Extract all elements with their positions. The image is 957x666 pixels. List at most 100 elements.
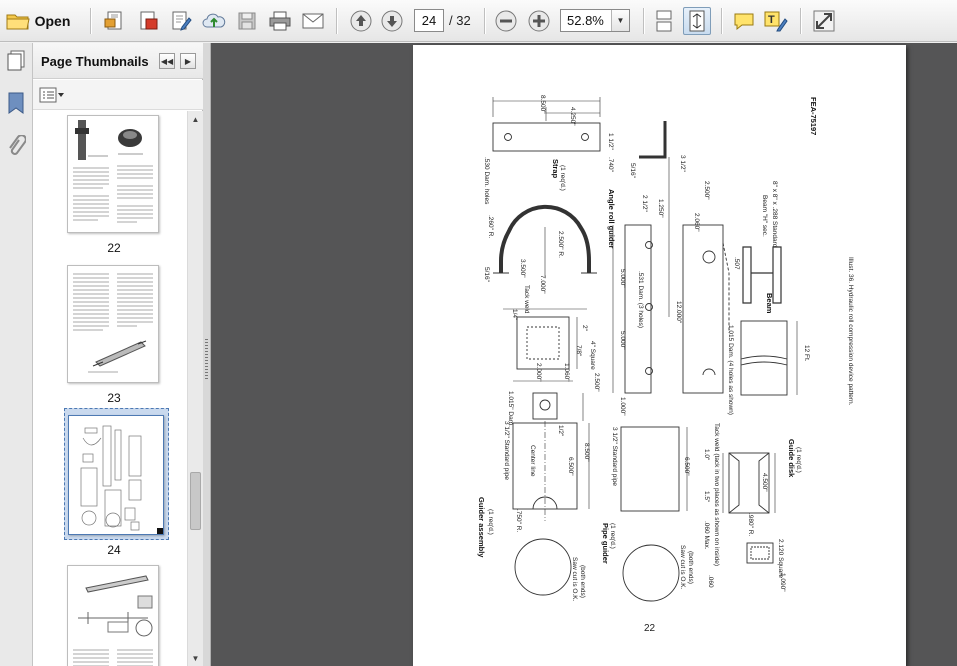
create-pdf-button[interactable] [101, 7, 129, 35]
document-viewer[interactable]: 8.500" 4.250" 1 1/2" .740" .530 Dam. hol… [211, 43, 957, 666]
guide-disk-qty: (1 req'd.) [795, 447, 802, 473]
dim-label: 6.500" [683, 457, 690, 476]
tack-weld-block [516, 316, 570, 370]
panel-menu-button[interactable]: ▶ [180, 53, 196, 69]
dim-label: 5/16" [483, 267, 490, 283]
strap-qty: (1 req'd.) [559, 165, 566, 191]
dim-label: 2.500" [593, 373, 600, 392]
both-ends-label: (both ends) [579, 565, 586, 598]
thumbnail-page-25[interactable] [67, 565, 159, 666]
page-number: 22 [644, 623, 656, 634]
thumbnail-page-24[interactable] [68, 415, 164, 535]
max-label: .060 Max. [703, 521, 710, 550]
toolbar-separator [484, 8, 485, 34]
dim-label: 2.060" [693, 213, 700, 232]
zoom-in-button[interactable] [525, 7, 553, 35]
paperclip-icon [9, 135, 26, 155]
pipe-guider [620, 426, 680, 512]
dim-label: 1 1/2" [607, 133, 614, 150]
panel-header: Page Thumbnails ◀◀ ▶ [33, 43, 203, 79]
dim-label: 5.000" [619, 269, 626, 288]
dim-label: 4.500" [761, 473, 768, 492]
thumbnail-page-22[interactable] [67, 115, 159, 233]
dam-label: 1.015" Dam. [507, 391, 514, 427]
scroll-mode-button[interactable] [650, 7, 678, 35]
create-pdf-icon [104, 11, 122, 30]
both-ends-label-2: (both ends) [687, 551, 694, 584]
thumbnail-page-23[interactable] [67, 265, 159, 383]
square2-label: 2.120 Square [777, 539, 784, 578]
saw-cut-label-2: Saw cut is O.K. [679, 545, 686, 590]
page-22-preview [73, 120, 153, 223]
dim-label: 1/4" [511, 309, 518, 321]
dim-label: 3.500" [519, 259, 526, 278]
beam-size-label: 8" x 8" x .288 Standard [771, 181, 778, 248]
chevron-down-icon[interactable]: ▼ [611, 10, 629, 31]
chevron-right-icon: ▶ [184, 56, 192, 66]
square-label: 4" Square [589, 341, 596, 370]
next-page-button[interactable] [378, 7, 406, 35]
dim-label: 7.000" [539, 275, 546, 294]
prev-page-button[interactable] [347, 7, 375, 35]
thumbnail-scrollbar[interactable]: ▲ ▼ [187, 111, 203, 666]
fit-page-button[interactable] [683, 7, 711, 35]
strap-bar [492, 122, 601, 152]
splitter-grip-icon [205, 339, 208, 379]
saw-cut-label: Saw cut is O.K. [571, 557, 578, 602]
email-button[interactable] [299, 7, 327, 35]
dim-label: 7/8" [575, 345, 582, 357]
save-button[interactable] [233, 7, 261, 35]
thumbnail-list: 22 23 [41, 111, 187, 666]
dim-label: 1.000" [619, 397, 626, 416]
double-chevron-left-icon: ◀◀ [160, 56, 174, 66]
email-icon [302, 13, 324, 29]
holes-label: .531 Dam. (3 holes) [637, 271, 644, 328]
fullscreen-icon [813, 10, 835, 32]
folder-icon [6, 14, 30, 30]
print-icon [269, 11, 291, 31]
page-thumbnails-tab[interactable] [2, 47, 30, 75]
angle-roll-strip [624, 224, 652, 394]
angle-roll-title: Angle roll guider [607, 189, 616, 249]
thumbnail-label: 22 [107, 241, 121, 255]
total-pages: / 32 [449, 13, 471, 28]
std-pipe-label: 3 1/2" Standard pipe [503, 421, 510, 480]
dim-label: 5.000" [619, 331, 626, 350]
convert-icon [140, 11, 158, 30]
collapse-panel-button[interactable]: ◀◀ [159, 53, 175, 69]
upload-button[interactable] [200, 7, 228, 35]
dim-label: 12.000" [675, 301, 682, 324]
guider-assembly-qty: (1 req'd.) [487, 509, 494, 535]
zoom-out-button[interactable] [492, 7, 520, 35]
std-pipe-label-2: 3 1/2" Standard pipe [611, 427, 618, 486]
edit-button[interactable] [167, 7, 195, 35]
dim-label: 2" [581, 325, 588, 332]
open-button[interactable]: Open [2, 7, 74, 35]
fullscreen-button[interactable] [810, 7, 838, 35]
zoom-select[interactable]: 52.8% ▼ [560, 9, 630, 32]
save-icon [238, 12, 256, 30]
print-button[interactable] [266, 7, 294, 35]
zoom-out-icon [495, 10, 517, 32]
convert-button[interactable] [134, 7, 162, 35]
highlight-button[interactable]: T [762, 7, 790, 35]
comment-button[interactable] [730, 7, 758, 35]
bookmarks-tab[interactable] [2, 89, 30, 117]
toolbar-separator [336, 8, 337, 34]
scroll-up-icon[interactable]: ▲ [191, 114, 200, 124]
scroll-down-icon[interactable]: ▼ [191, 653, 200, 663]
toolbar-separator [90, 8, 91, 34]
beam-spec-label: Beam "H" sec. [761, 195, 768, 237]
scrollbar-thumb[interactable] [190, 472, 201, 530]
bookmark-icon [8, 92, 24, 114]
guider-assembly-title: Guider assembly [477, 497, 486, 558]
svg-text:T: T [768, 14, 775, 26]
attachments-tab[interactable] [2, 133, 30, 161]
cloud-upload-icon [202, 13, 226, 28]
thumbnail-options-button[interactable] [39, 86, 65, 104]
pane-splitter[interactable] [203, 43, 211, 666]
dim-label: .260" R. [487, 215, 494, 238]
page-number-input[interactable] [414, 9, 444, 32]
strap-holes-label: .530 Dam. holes [483, 157, 490, 205]
thumbnail-label: 24 [107, 543, 121, 557]
